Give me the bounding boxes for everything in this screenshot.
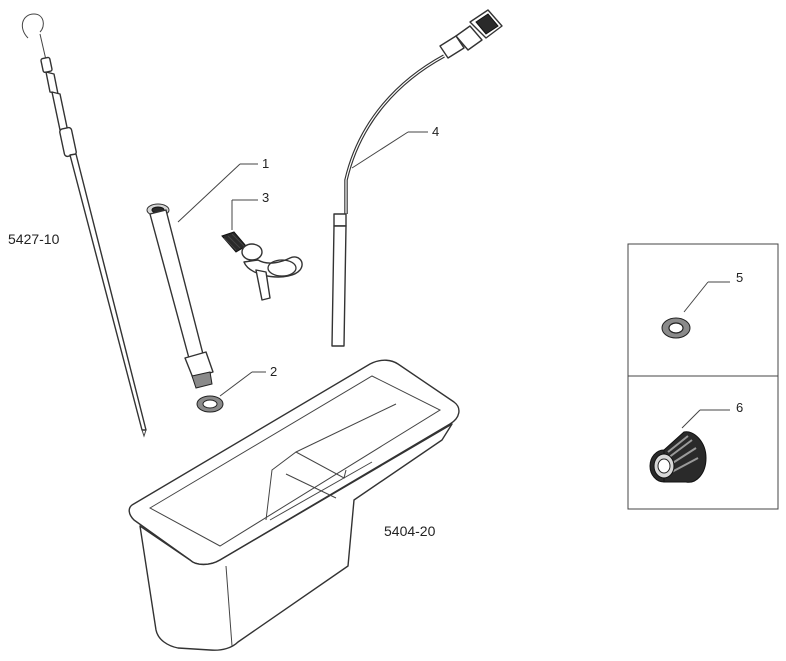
callout-2: 2 <box>270 364 277 379</box>
leader-1 <box>177 163 241 223</box>
callout-3: 3 <box>262 190 269 205</box>
leader-2 <box>219 371 253 397</box>
oil-pan-group-label: 5404-20 <box>384 523 436 539</box>
tube-bracket <box>221 231 303 301</box>
callout-4: 4 <box>432 124 439 139</box>
dipstick-hook <box>21 13 44 39</box>
dipstick <box>21 13 147 438</box>
oil-pan <box>128 359 460 651</box>
seal-ring <box>196 395 224 413</box>
leader-6 <box>681 409 701 429</box>
inset-panel: 5 6 <box>627 243 779 510</box>
leader-4 <box>351 131 409 169</box>
callout-1: 1 <box>262 156 269 171</box>
dipstick-group-label: 5427-10 <box>8 231 60 247</box>
oil-level-sensor <box>331 9 503 347</box>
washer <box>661 317 691 339</box>
callout-6: 6 <box>736 400 743 415</box>
callout-5: 5 <box>736 270 743 285</box>
dipstick-tube <box>146 203 214 389</box>
drain-plug <box>649 431 707 483</box>
leader-5 <box>683 281 709 313</box>
